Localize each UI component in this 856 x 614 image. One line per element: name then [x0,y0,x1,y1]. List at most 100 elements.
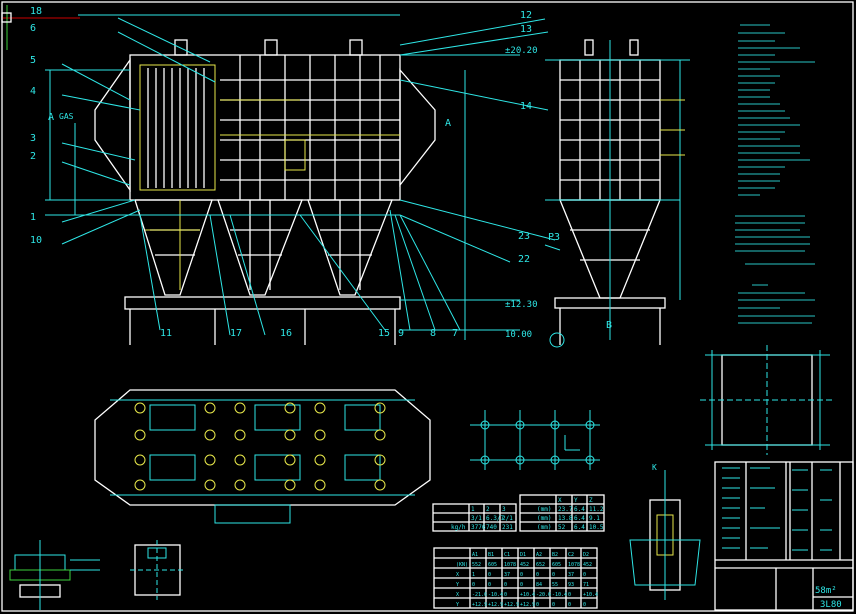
table-right [519,494,605,532]
ucs-icon [1,12,12,23]
table_bottom-cell: 452 [583,562,592,568]
table_bottom-cell: 0 [536,602,539,608]
table_right-cell: Y [574,497,578,504]
table_bottom-cell: 1078 [504,562,516,568]
technical-notes [735,24,815,324]
table_bottom-cell: 0 [583,572,586,578]
table_bottom-cell: +12.9 [488,602,503,608]
table_bottom-cell: -20.6 [536,592,551,598]
table_bottom-cell: +12.9 [472,602,487,608]
side-elevation [544,39,690,348]
title-block [714,461,854,611]
table_bottom-cell: 0 [504,582,507,588]
table_left-cell: 1 [471,506,475,513]
table_bottom-cell: 0 [504,592,507,598]
callout-8: 8 [430,328,436,339]
callout-13: 13 [520,24,532,35]
callout-6: 6 [30,23,36,34]
table_bottom-cell: -21.6 [472,592,487,598]
table_bottom-cell: D2 [583,552,589,558]
table_left-cell: kg/h [451,524,466,531]
callout-7: 7 [452,328,458,339]
table_bottom-cell: 1078 [568,562,580,568]
table_bottom-cell: +12.9 [520,602,535,608]
detail-mark: K [652,463,657,472]
table_right-cell: 13.8 [558,515,573,522]
callout-12: 12 [520,10,532,21]
elevation-top: ±20.20 [505,46,538,56]
table_bottom-cell: -10.4 [488,592,503,598]
table_bottom-cell: 0 [488,582,491,588]
table_bottom-cell: 0 [568,592,571,598]
table_bottom-cell: X [456,572,459,578]
table_bottom-cell: B2 [552,552,558,558]
table_bottom-cell: 0 [488,572,491,578]
table_bottom-cell: 37 [504,572,510,578]
callout-17: 17 [230,328,242,339]
table_bottom-cell: C2 [568,552,574,558]
side-view-label: P3 [548,232,560,243]
table_right-cell: (mm) [537,506,551,513]
side-view-mark: B [606,320,612,331]
table_bottom-cell: 55 [552,582,558,588]
table_left-cell: 3/1 [471,515,482,522]
table_bottom-cell: 0 [472,582,475,588]
section-mark-left: A [48,112,54,123]
hopper-section-detail [629,470,701,600]
table_left-cell: 2/1 [502,515,513,522]
callout-9: 9 [398,328,404,339]
callout-11: 11 [160,328,172,339]
plan-view [94,389,431,524]
callout-18: 18 [30,6,42,17]
table_bottom-cell: 0 [536,572,539,578]
table_right-cell: 9.1 [589,515,600,522]
table_bottom-cell: 37 [568,572,574,578]
callout-22: 22 [518,254,530,265]
table_bottom-cell: Y [456,602,459,608]
table_bottom-cell: Y [456,582,459,588]
table_left-cell: 2 [486,506,490,513]
table_bottom-cell: B1 [488,552,494,558]
table_left-cell: 231 [502,524,513,531]
table_bottom-cell: 0 [552,602,555,608]
table_bottom-cell: 605 [488,562,497,568]
table_bottom-cell: 552 [472,562,481,568]
table_bottom-cell: 0 [568,602,571,608]
callout-2: 2 [30,151,36,162]
table_right-cell: 11.2 [589,506,604,513]
elevation-mid: ±12.30 [505,300,538,310]
section-mark-right: A [445,118,451,129]
table_bottom-cell: 1 [472,572,475,578]
table_bottom-cell: 93 [568,582,574,588]
table_right-cell: 6.4 [574,506,585,513]
elevation-base: 10.00 [505,330,532,340]
table_right-cell: 6.4 [574,524,585,531]
callout-3: 3 [30,133,36,144]
table_bottom-cell: (KN) [456,562,468,568]
table_right-cell: 23.7 [558,506,573,513]
plan-detail-box [700,345,835,455]
table_bottom-cell: 0 [583,602,586,608]
front-elevation [45,14,556,345]
table_bottom-cell: -10.4 [552,592,567,598]
table_bottom-cell: 652 [536,562,545,568]
table_right-cell: Z [589,497,593,504]
table_bottom-cell: X [456,592,459,598]
table_right-cell: X [558,497,562,504]
table_bottom-cell: 71 [583,582,589,588]
callout-15: 15 [378,328,390,339]
callout-14: 14 [520,101,532,112]
gas-inlet-label: GAS [59,112,74,121]
table_bottom-cell: A2 [536,552,542,558]
table_right-cell: (mm) [537,524,551,531]
callout-4: 4 [30,86,36,97]
table_right-cell: 6.4 [574,515,585,522]
table-left [432,503,517,532]
table_bottom-cell: C1 [504,552,510,558]
table_bottom-cell: +10.4 [520,592,535,598]
callout-5: 5 [30,55,36,66]
title-block-drawing-number: 3L80 [820,600,842,610]
